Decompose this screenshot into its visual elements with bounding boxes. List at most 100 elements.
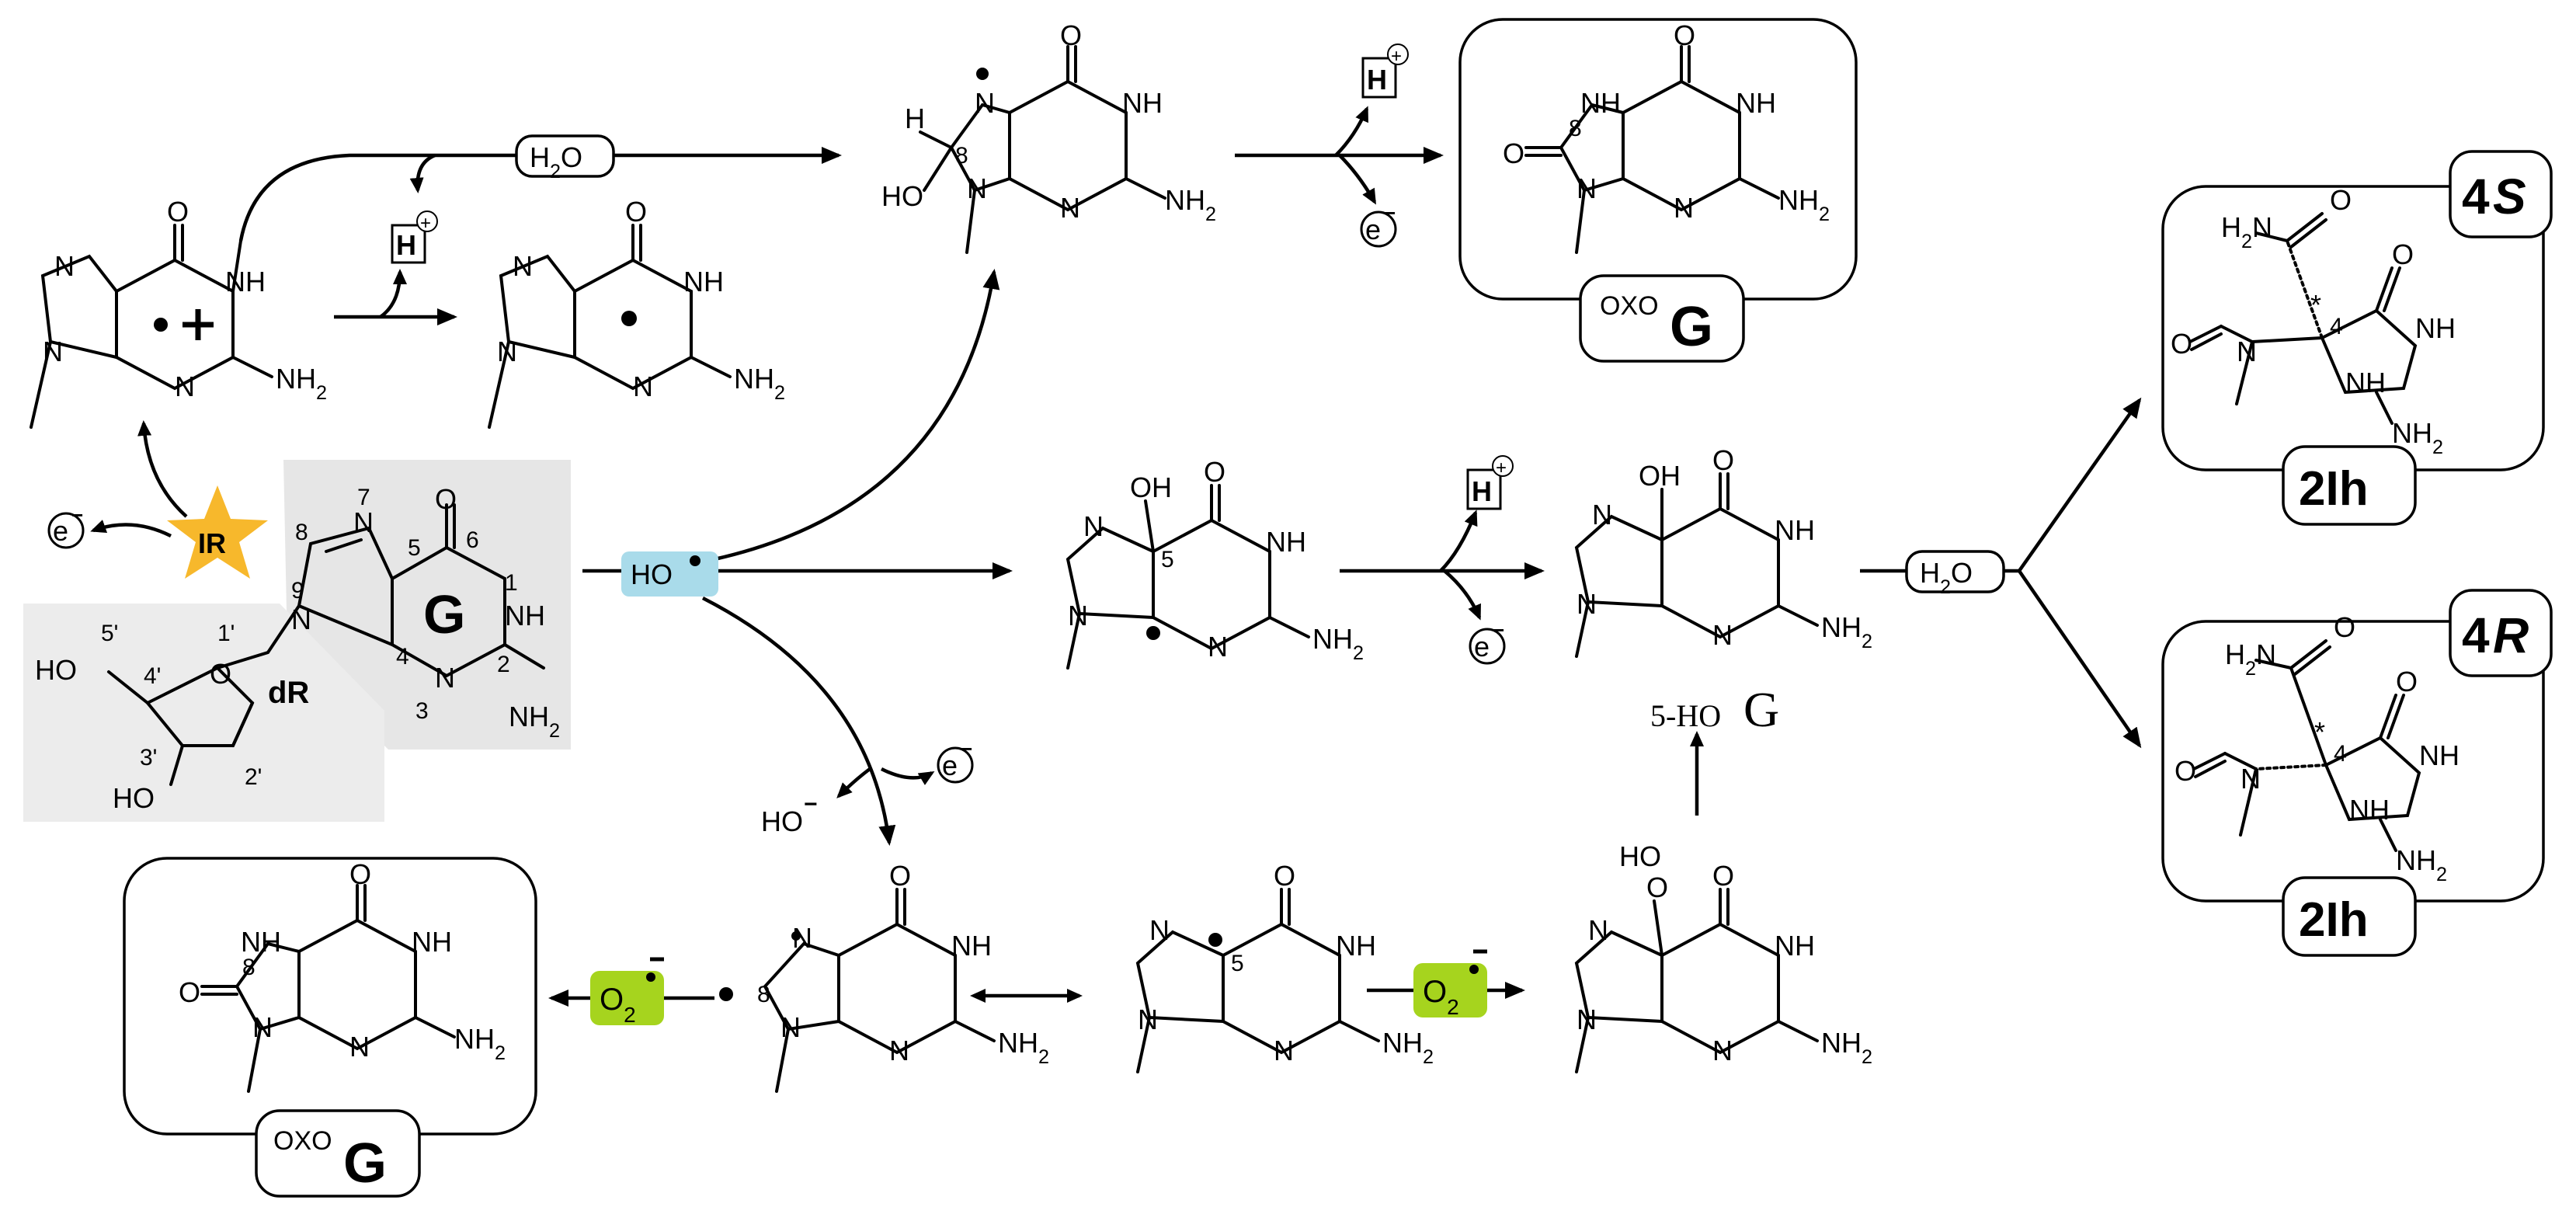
atom-n3: N	[435, 662, 455, 694]
nr-n1h: NH	[683, 266, 724, 297]
r-amide-o: O	[2334, 611, 2355, 643]
s-stereo-mark: *	[2310, 289, 2321, 321]
ring-number-2: 2	[497, 652, 510, 677]
ionizing-radiation-star	[167, 485, 268, 579]
oxog-top-o8: O	[1503, 137, 1524, 169]
c8r-n3: N	[889, 1035, 909, 1066]
arrow-proton-2	[1334, 106, 1369, 157]
atom-nh2: NH2	[509, 701, 560, 742]
ring-number-7: 7	[357, 485, 370, 510]
sugar-number-5: 5'	[101, 621, 118, 646]
spiro-4r-label: 2Ih	[2299, 893, 2369, 947]
arrow-proton-branch	[379, 269, 407, 318]
c8r-n9: N	[780, 1011, 801, 1043]
superoxide-right: O2	[1423, 975, 1459, 1019]
hydroxide-label: HO	[761, 805, 803, 837]
arrow-electron-2	[1338, 154, 1376, 205]
r-c4: 4	[2334, 741, 2347, 767]
spiro-4r-structure	[2192, 639, 2421, 852]
hog-o6: O	[1712, 444, 1734, 476]
ring-number-9: 9	[291, 578, 304, 604]
oxog-top-letter: G	[1670, 296, 1713, 358]
adduct-n9: N	[967, 172, 987, 204]
spiro-4s-label: 2Ih	[2299, 462, 2369, 516]
adduct-h: H	[905, 103, 925, 134]
electron-lower-charge: −	[961, 737, 972, 760]
rc-n7: N	[54, 250, 75, 282]
water-box-top	[515, 134, 615, 178]
atom-ho3: HO	[113, 782, 155, 814]
rc-nh2: NH2	[276, 363, 327, 404]
arrow-ho-to-c8-lower	[701, 596, 896, 846]
peroxyl-adduct-structure	[1574, 888, 1819, 1073]
arrow-proton-loss-top	[409, 153, 436, 193]
adduct-o6: O	[1060, 19, 1082, 51]
spiro-4r-stereo-box	[2449, 589, 2553, 677]
rc-n3: N	[175, 370, 195, 402]
c5-adduct-o6: O	[1204, 456, 1225, 488]
electron-ir-charge: −	[71, 503, 83, 527]
r-h2n: H2N	[2225, 638, 2276, 680]
s-c4: 4	[2330, 314, 2343, 339]
hog-n9: N	[1577, 588, 1597, 620]
adduct-n1h: NH	[1122, 87, 1163, 119]
water-top: H2O	[530, 141, 582, 183]
r-nh-2: NH	[2349, 794, 2390, 826]
hog-prefix: 5-HO	[1650, 698, 1721, 733]
hog-n7: N	[1592, 499, 1612, 530]
proton-1: H	[396, 229, 416, 261]
oxog-bottom-n1h: NH	[412, 926, 452, 958]
c8r-nh2: NH2	[998, 1027, 1049, 1068]
spiro-4s-structure	[2188, 212, 2418, 425]
per-n9: N	[1577, 1004, 1597, 1035]
c5-radical-structure	[1135, 888, 1380, 1073]
superoxide-left: O2	[600, 983, 636, 1027]
sugar-number-1: 1'	[217, 621, 235, 646]
oxog-bottom-o6: O	[349, 858, 371, 890]
deoxyribose-label: dR	[268, 676, 309, 710]
ring-number-6: 6	[466, 527, 479, 553]
electron-ir: e	[53, 515, 68, 547]
c5-adduct-nh2: NH2	[1312, 623, 1364, 664]
per-n1h: NH	[1775, 930, 1815, 962]
arrow-ho-to-c8	[714, 269, 1000, 562]
s-h2n: H2N	[2221, 211, 2272, 252]
superoxide-box-left	[590, 971, 664, 1025]
atom-sugar-o: O	[210, 658, 231, 690]
c5r-c5: 5	[1231, 951, 1244, 976]
c5r-n7: N	[1149, 914, 1170, 946]
atom-ho5: HO	[35, 654, 77, 686]
oxog-structure-bottom	[200, 884, 456, 1093]
c5-adduct-c5: 5	[1161, 547, 1174, 572]
s-ring-o: O	[2392, 238, 2414, 270]
c5r-n3: N	[1274, 1035, 1294, 1066]
c8r-n7: N	[792, 922, 812, 954]
hydroxyl-radical: HO	[631, 558, 673, 590]
ring-number-5: 5	[408, 535, 421, 561]
adduct-nh2: NH2	[1165, 184, 1216, 225]
rc-n1h: NH	[225, 266, 266, 297]
electron-lower: e	[942, 750, 958, 781]
c5-adduct-n3: N	[1208, 631, 1228, 663]
c5r-n9: N	[1138, 1004, 1158, 1035]
spiro-4s-stereo-box	[2449, 150, 2553, 238]
arrow-electron-lower	[880, 767, 935, 785]
atom-n7: N	[353, 506, 374, 538]
c8r-n1h: NH	[951, 930, 992, 962]
oxog-bottom-nh2: NH2	[454, 1023, 506, 1064]
oxog-bottom-n3: N	[349, 1031, 370, 1063]
oxog-top-n9: N	[1577, 172, 1597, 204]
proton-3-charge: +	[1496, 457, 1507, 478]
arrow-ir-electron	[90, 520, 172, 538]
s-nh2: NH2	[2392, 417, 2443, 458]
adduct-ho: HO	[881, 180, 923, 212]
s-formyl-o: O	[2171, 328, 2192, 360]
atom-n1h: NH	[505, 600, 545, 631]
oxog-label-box-bottom	[255, 1109, 421, 1198]
proton-3: H	[1472, 475, 1492, 507]
superoxide-box-right	[1413, 963, 1487, 1017]
ring-number-8: 8	[295, 520, 308, 545]
per-o: O	[1646, 871, 1668, 903]
c5-adduct-n7: N	[1083, 510, 1104, 542]
